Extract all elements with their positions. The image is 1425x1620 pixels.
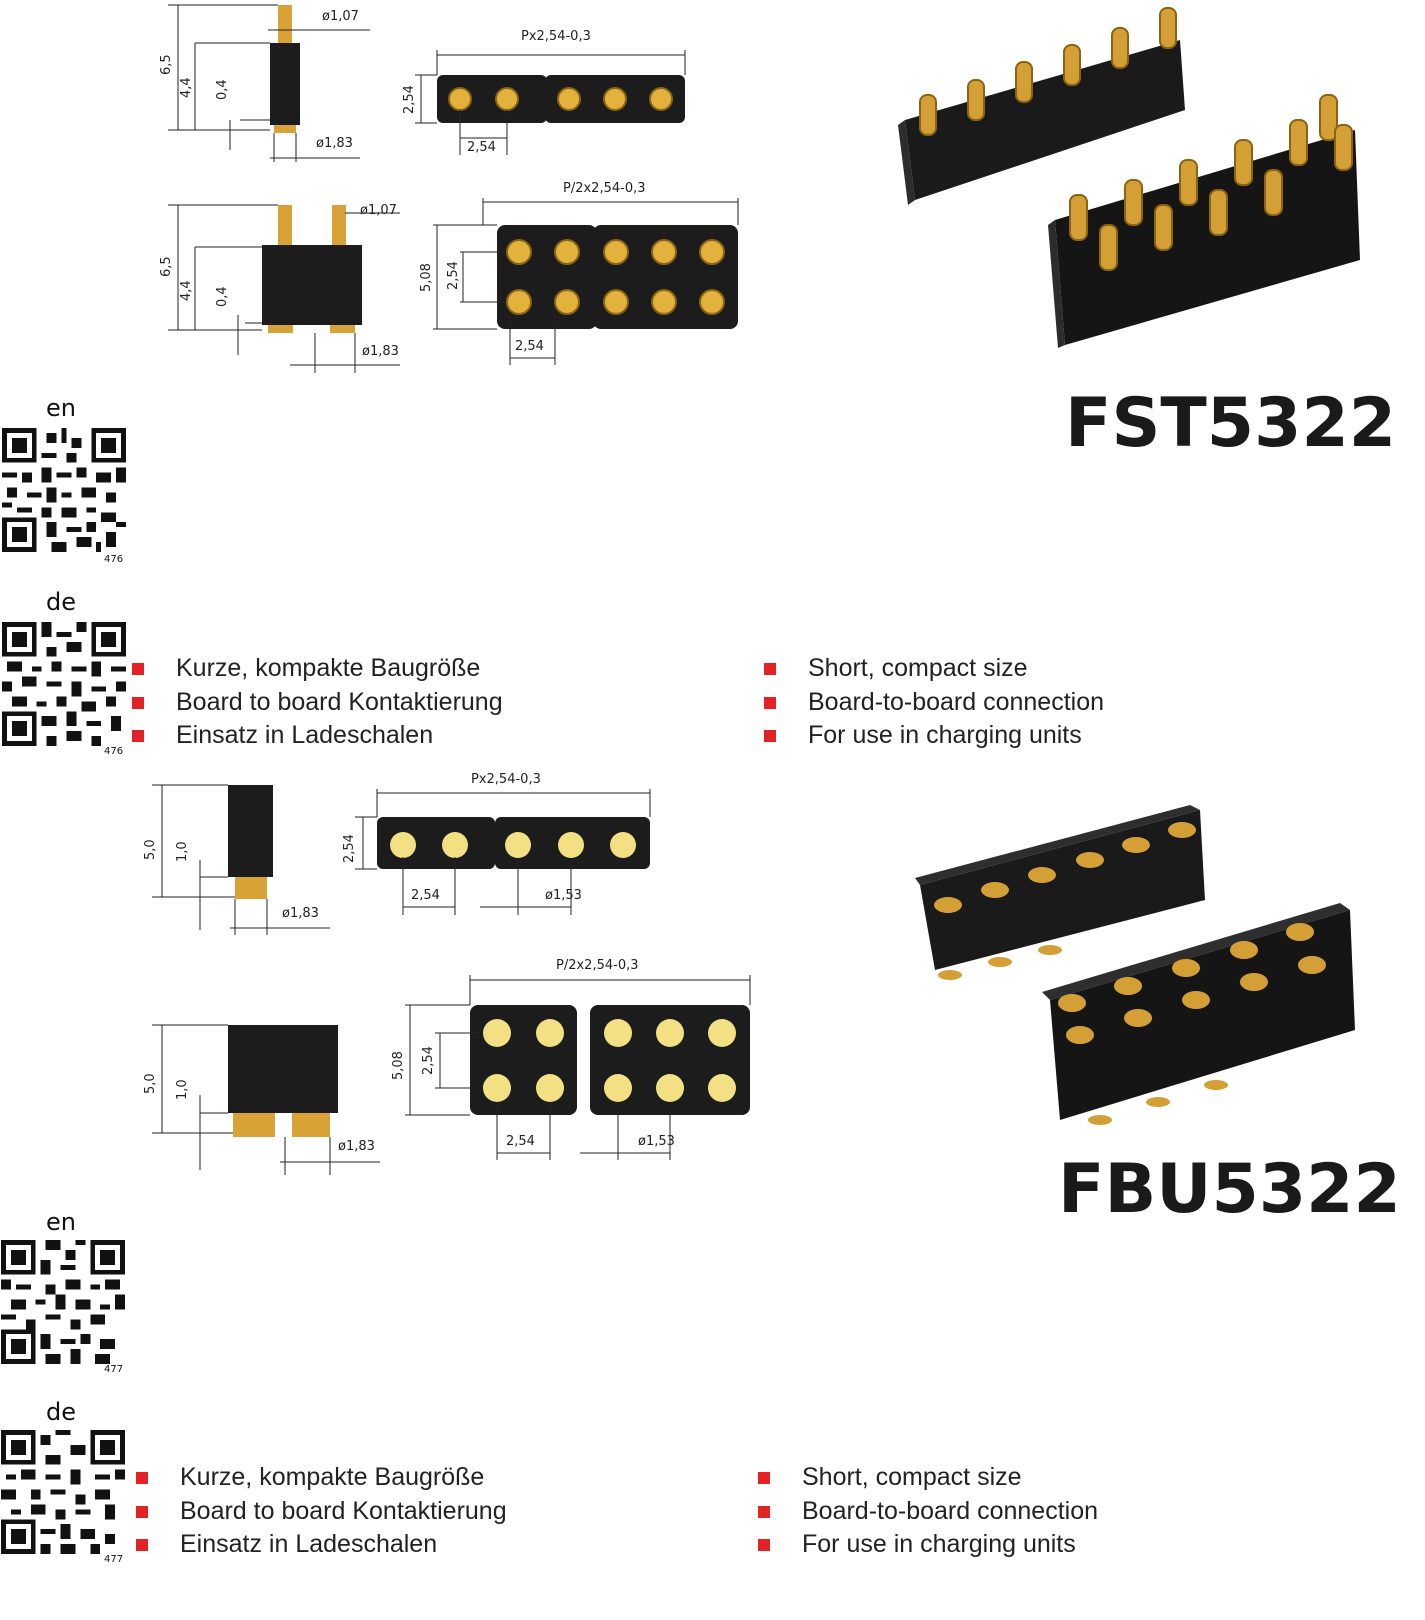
qr-lang-label: de	[46, 1398, 76, 1426]
fbu-side-view-double: 5,0 1,0 ø1,83	[143, 1024, 380, 1175]
fbu-side-view-single: 5,0 1,0 ø1,83	[143, 784, 330, 935]
fst-top-view-single: Px2,54-0,3 2,54 2,54	[402, 29, 686, 155]
dim-label: ø1,83	[362, 344, 399, 359]
bullet-icon	[758, 1505, 770, 1518]
list-item: Board-to-board connection	[764, 686, 1104, 720]
feature-text: For use in charging units	[808, 721, 1082, 749]
list-item: For use in charging units	[764, 719, 1104, 753]
dim-label: 1,0	[175, 1079, 190, 1100]
qr-code-icon[interactable]	[0, 622, 128, 746]
product-title: FST5322	[1065, 384, 1397, 463]
qr-number: 476	[104, 554, 124, 565]
dim-label: 5,0	[143, 839, 158, 860]
feature-text: Short, compact size	[802, 1463, 1022, 1491]
feature-text: Board-to-board connection	[808, 687, 1105, 716]
list-item: For use in charging units	[758, 1528, 1098, 1562]
dim-label: P/2x2,54-0,3	[563, 181, 646, 196]
bullet-icon	[758, 1539, 770, 1551]
dim-label: ø1,07	[360, 203, 397, 218]
list-item: Board to board Kontaktierung	[136, 1495, 507, 1529]
dim-label: 2,54	[342, 834, 357, 863]
dim-label: 2,54	[506, 1134, 535, 1149]
fbu-top-view-double: P/2x2,54-0,3 5,08 2,54 2,54 ø1,53	[391, 958, 751, 1160]
feature-text: For use in charging units	[802, 1530, 1076, 1558]
feature-list-de: Kurze, kompakte Baugröße Board to board …	[132, 652, 503, 753]
dim-label: ø1,07	[322, 9, 359, 24]
bullet-icon	[132, 730, 144, 742]
dim-label: P/2x2,54-0,3	[556, 958, 639, 973]
qr-number: 477	[104, 1554, 124, 1565]
feature-list-en: Short, compact size Board-to-board conne…	[764, 652, 1104, 753]
bullet-icon	[758, 1472, 770, 1484]
qr-code-icon[interactable]	[0, 428, 128, 552]
dim-label: Px2,54-0,3	[471, 772, 541, 787]
bullet-icon	[136, 1539, 148, 1551]
feature-text: Kurze, kompakte Baugröße	[176, 654, 481, 682]
list-item: Einsatz in Ladeschalen	[136, 1528, 507, 1562]
dim-label: ø1,83	[282, 906, 319, 921]
dim-label: 5,08	[419, 263, 434, 292]
bullet-icon	[132, 663, 144, 675]
dim-label: 2,54	[421, 1046, 436, 1075]
dim-label: 2,54	[402, 85, 417, 114]
dim-label: Px2,54-0,3	[521, 29, 591, 44]
bullet-icon	[764, 663, 776, 675]
dim-label: 1,0	[175, 841, 190, 862]
dim-label: 4,4	[179, 280, 194, 301]
dim-label: 4,4	[179, 77, 194, 98]
feature-list-en: Short, compact size Board-to-board conne…	[758, 1461, 1098, 1562]
qr-number: 477	[104, 1364, 124, 1375]
dim-label: 2,54	[411, 888, 440, 903]
fst-side-view-single: ø1,07 6,5 4,4 0,4 ø1,83	[159, 4, 370, 162]
dim-label: ø1,53	[545, 888, 582, 903]
dim-label: 0,4	[215, 79, 230, 100]
product-title: FBU5322	[1058, 1150, 1401, 1229]
qr-lang-label: en	[46, 394, 76, 422]
fst-top-view-double: P/2x2,54-0,3 5,08 2,54 2,54	[419, 181, 739, 365]
qr-lang-label: de	[46, 588, 76, 616]
feature-text: Board to board Kontaktierung	[176, 687, 503, 716]
dim-label: 6,5	[159, 54, 174, 75]
list-item: Kurze, kompakte Baugröße	[136, 1461, 507, 1495]
dim-label: 5,08	[391, 1051, 406, 1080]
dim-label: 0,4	[215, 286, 230, 307]
fst-side-view-double: ø1,07 6,5 4,4 0,4 ø1,83	[159, 203, 400, 373]
fbu-product-photo	[915, 805, 1355, 1125]
qr-code-icon[interactable]	[0, 1240, 126, 1364]
dim-label: 2,54	[446, 261, 461, 290]
qr-lang-label: en	[46, 1208, 76, 1236]
list-item: Einsatz in Ladeschalen	[132, 719, 503, 753]
feature-text: Short, compact size	[808, 654, 1028, 682]
feature-text: Einsatz in Ladeschalen	[180, 1530, 438, 1558]
qr-code-icon[interactable]	[0, 1430, 126, 1554]
qr-number: 476	[104, 746, 124, 757]
fbu-top-view-single: Px2,54-0,3 2,54 2,54 ø1,53	[342, 772, 651, 915]
dim-label: ø1,53	[638, 1134, 675, 1149]
bullet-icon	[764, 696, 776, 709]
bullet-icon	[136, 1472, 148, 1484]
list-item: Kurze, kompakte Baugröße	[132, 652, 503, 686]
list-item: Board to board Kontaktierung	[132, 686, 503, 720]
list-item: Board-to-board connection	[758, 1495, 1098, 1529]
feature-text: Board-to-board connection	[802, 1496, 1099, 1525]
fst-product-photo	[898, 7, 1360, 348]
dim-label: ø1,83	[316, 136, 353, 151]
dim-label: ø1,83	[338, 1139, 375, 1154]
feature-text: Board to board Kontaktierung	[180, 1496, 507, 1525]
feature-text: Kurze, kompakte Baugröße	[180, 1463, 485, 1491]
bullet-icon	[132, 696, 144, 709]
dim-label: 6,5	[159, 256, 174, 277]
dim-label: 5,0	[143, 1073, 158, 1094]
dim-label: 2,54	[467, 140, 496, 155]
feature-text: Einsatz in Ladeschalen	[176, 721, 434, 749]
dim-label: 2,54	[515, 339, 544, 354]
list-item: Short, compact size	[758, 1461, 1098, 1495]
bullet-icon	[136, 1505, 148, 1518]
list-item: Short, compact size	[764, 652, 1104, 686]
feature-list-de: Kurze, kompakte Baugröße Board to board …	[136, 1461, 507, 1562]
bullet-icon	[764, 730, 776, 742]
